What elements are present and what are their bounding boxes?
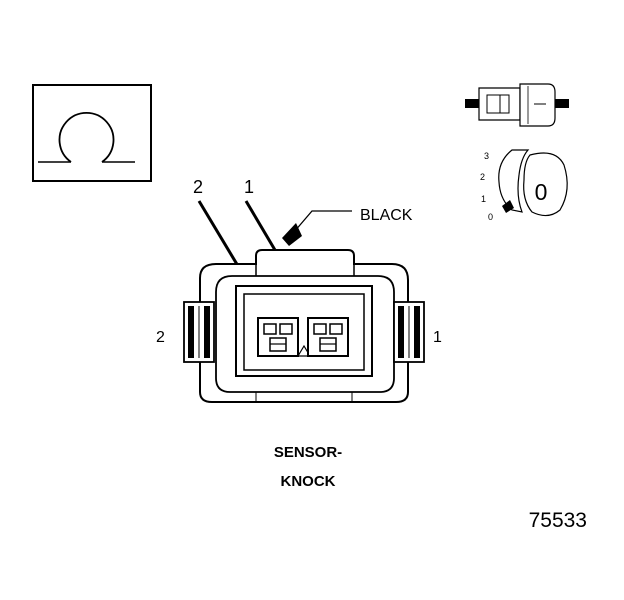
pin1-callout: 1 bbox=[244, 177, 254, 197]
ohm-icon bbox=[32, 84, 152, 182]
lock-scale-2: 2 bbox=[480, 172, 485, 182]
pin2-callout: 2 bbox=[193, 177, 203, 197]
connector-face bbox=[183, 249, 425, 403]
component-name-line1: SENSOR- bbox=[274, 444, 342, 461]
right-latch bbox=[393, 301, 425, 363]
lock-scale-3: 3 bbox=[484, 151, 489, 161]
figure-number: 75533 bbox=[529, 509, 587, 532]
side-label-right: 1 bbox=[433, 329, 442, 346]
lock-scale-1: 1 bbox=[481, 194, 486, 204]
color-label: BLACK bbox=[360, 207, 413, 224]
lock-detail-icon: 0 3 2 1 0 bbox=[480, 149, 568, 222]
terminal-pin-1 bbox=[307, 317, 349, 357]
connector-assembly-icon bbox=[465, 83, 569, 127]
left-latch bbox=[183, 301, 215, 363]
lock-scale-0: 0 bbox=[488, 212, 493, 222]
side-label-left: 2 bbox=[156, 329, 165, 346]
lock-face-label: 0 bbox=[535, 179, 548, 205]
black-pointer bbox=[282, 210, 352, 246]
terminal-pin-2 bbox=[257, 317, 299, 357]
component-name-line2: KNOCK bbox=[281, 473, 336, 490]
